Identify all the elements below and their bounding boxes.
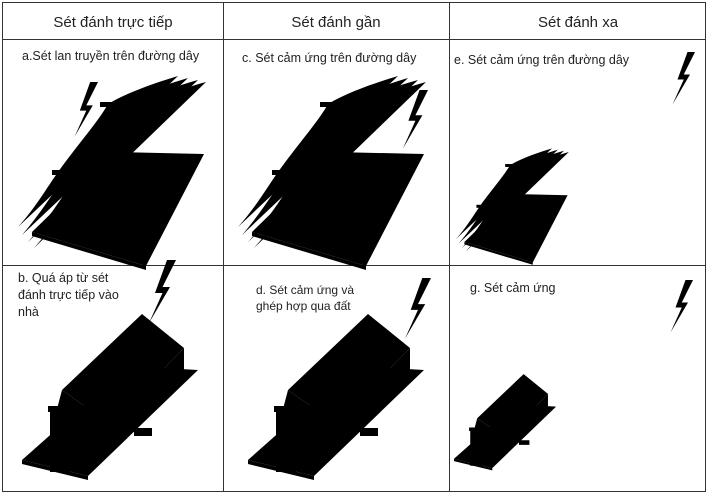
column-divider-2 [449,3,450,491]
caption-e: e. Sét cảm ứng trên đường dây [454,53,630,67]
lightning-bolt-icon [670,280,693,333]
house-direct-illustration [22,260,198,480]
header-direct-strike: Sét đánh trực tiếp [53,13,173,31]
header-divider [3,39,705,40]
caption-b-line2: đánh trực tiếp vào [18,288,119,302]
caption-a: a.Sét lan truyền trên đường dây [22,49,200,63]
caption-d-line1: d. Sét cảm ứng và [256,283,355,297]
house-near-illustration [248,278,431,480]
caption-g: g. Sét cảm ứng [470,281,556,295]
header-far-strike: Sét đánh xa [537,13,619,31]
header-near-strike: Sét đánh gần [291,13,381,31]
powerline-near-illustration [238,76,428,270]
caption-b-line3: nhà [18,305,39,319]
caption-b-line1: b. Quá áp từ sét [18,271,109,285]
caption-c: c. Sét cảm ứng trên đường dây [242,51,417,65]
caption-b: b. Quá áp từ sét đánh trực tiếp vào nhà [18,270,119,321]
house-far-illustration [454,280,693,471]
lightning-bolt-icon [404,278,431,339]
lightning-bolt-icon [672,52,695,105]
powerline-far-illustration [456,52,695,265]
caption-d-line2: ghép hợp qua đất [256,299,351,313]
caption-d: d. Sét cảm ứng và ghép hợp qua đất [256,282,354,314]
lightning-bolt-icon [149,260,176,323]
powerline-direct-illustration [18,76,206,270]
column-divider-1 [223,3,224,491]
